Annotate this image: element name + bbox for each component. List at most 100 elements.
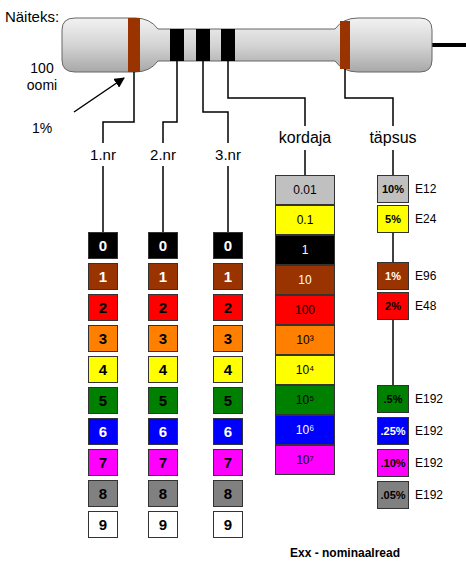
box-text: .5%	[384, 394, 403, 405]
box-text: 2	[159, 300, 167, 315]
color-band	[128, 18, 140, 72]
color-band	[221, 29, 235, 61]
color-box: 2	[88, 294, 118, 321]
series-label: E24	[415, 212, 436, 226]
note-text: Exx - nominaalread	[290, 546, 400, 560]
color-box: 3	[148, 325, 178, 352]
box-text: 10⁴	[296, 364, 315, 376]
box-text: 100	[295, 304, 315, 316]
color-box: 8	[213, 480, 243, 507]
box-text: 1%	[385, 271, 401, 282]
color-box: 10³	[275, 325, 335, 355]
leader-line	[392, 150, 394, 175]
color-band	[340, 21, 350, 69]
color-box: 1	[213, 263, 243, 290]
box-text: 0.01	[293, 184, 316, 196]
leader-line	[228, 61, 305, 126]
connector-line	[392, 320, 394, 385]
color-box: 8	[88, 480, 118, 507]
color-box: 0.1	[275, 205, 335, 235]
box-text: 0	[159, 238, 167, 253]
box-text: .25%	[380, 426, 405, 437]
color-box: 5	[148, 387, 178, 414]
note-text: 1%	[32, 120, 52, 137]
color-box: 6	[213, 418, 243, 445]
box-text: 10%	[382, 184, 404, 195]
color-box: 1	[148, 263, 178, 290]
color-box: 9	[88, 511, 118, 538]
box-text: 8	[159, 486, 167, 501]
color-box: 9	[213, 511, 243, 538]
pointer-arrow	[74, 78, 124, 112]
leader-line	[227, 166, 229, 232]
box-text: 7	[159, 455, 167, 470]
series-label: E48	[415, 299, 436, 313]
color-box: .05%	[377, 481, 409, 509]
color-box: 5	[88, 387, 118, 414]
box-text: 9	[99, 517, 107, 532]
box-text: 8	[99, 486, 107, 501]
color-box: 10	[275, 265, 335, 295]
color-box: 1%	[377, 262, 409, 290]
box-text: 5	[224, 393, 232, 408]
color-box: 7	[148, 449, 178, 476]
color-box: 2	[213, 294, 243, 321]
color-box: 10⁵	[275, 385, 335, 415]
column-header: kordaja	[279, 128, 331, 147]
color-box: 3	[213, 325, 243, 352]
color-band	[170, 29, 184, 61]
leader-lines	[74, 61, 393, 232]
box-text: 3	[99, 331, 107, 346]
box-text: .10%	[380, 458, 405, 469]
color-box: .10%	[377, 449, 409, 477]
leader-line	[103, 72, 134, 143]
color-box: 1	[275, 235, 335, 265]
note-text: 100 oomi	[19, 60, 65, 94]
series-label: E192	[415, 392, 443, 406]
series-label: E192	[415, 456, 443, 470]
color-box: 0	[88, 232, 118, 259]
box-text: 10⁵	[296, 394, 314, 406]
box-text: 6	[99, 424, 107, 439]
leader-line	[203, 61, 228, 143]
leader-line	[345, 69, 393, 126]
column-header: 2.nr	[150, 146, 176, 164]
color-box: .5%	[377, 385, 409, 413]
series-label: E96	[415, 269, 436, 283]
box-text: 3	[159, 331, 167, 346]
note-text: Näiteks:	[5, 8, 59, 26]
color-box: 0.01	[275, 175, 335, 205]
box-text: 9	[159, 517, 167, 532]
box-text: 1	[159, 269, 167, 284]
series-label: E12	[415, 182, 436, 196]
color-box: 9	[148, 511, 178, 538]
box-text: 0	[99, 238, 107, 253]
color-box: 10⁴	[275, 355, 335, 385]
box-text: 2%	[385, 301, 401, 312]
color-box: 10%	[377, 175, 409, 203]
color-box: 7	[213, 449, 243, 476]
resistor-lead	[432, 43, 466, 47]
box-text: 5	[159, 393, 167, 408]
box-text: 1	[302, 244, 309, 256]
box-text: 10⁶	[296, 424, 314, 436]
box-text: .05%	[380, 490, 405, 501]
color-box: 2%	[377, 292, 409, 320]
color-box: 6	[88, 418, 118, 445]
color-box: 0	[148, 232, 178, 259]
box-text: 7	[224, 455, 232, 470]
leader-line	[163, 61, 177, 143]
box-text: 3	[224, 331, 232, 346]
box-text: 10⁷	[296, 454, 314, 466]
color-box: 10⁶	[275, 415, 335, 445]
box-text: 0.1	[297, 214, 314, 226]
color-box: 8	[148, 480, 178, 507]
color-box: 4	[88, 356, 118, 383]
box-text: 1	[99, 269, 107, 284]
leader-line	[162, 166, 164, 232]
color-band	[196, 29, 210, 61]
color-box: 10⁷	[275, 445, 335, 475]
box-text: 9	[224, 517, 232, 532]
column-header: täpsus	[369, 128, 416, 147]
